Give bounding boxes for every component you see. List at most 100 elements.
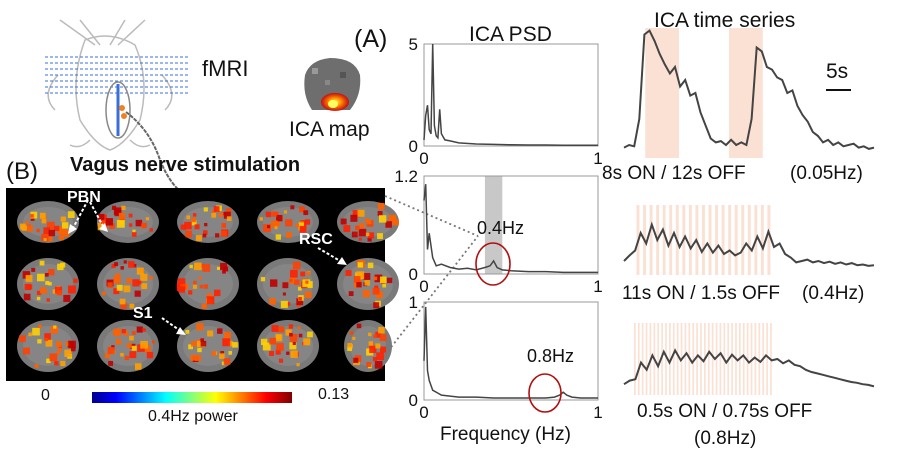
activation-voxel [362,290,370,298]
on-block [758,323,761,395]
activation-voxel [134,290,141,297]
activation-voxel [296,363,300,367]
activation-voxel [202,264,211,272]
on-block [707,323,710,395]
psd-series-line [423,184,598,274]
brain-slice [257,201,319,243]
activation-voxel [226,208,232,214]
activation-voxel [386,277,393,284]
activation-voxel [140,273,148,281]
activation-voxel [275,234,281,240]
activation-voxel [367,237,372,242]
activation-voxel [285,329,292,336]
activation-voxel [39,287,47,294]
activation-voxel [56,290,62,296]
y-tick-label: 0 [409,391,418,410]
activation-voxel [196,323,204,331]
activation-voxel [189,264,193,269]
activation-voxel [104,353,110,359]
activation-voxel [60,262,66,268]
activation-voxel [201,303,207,309]
activation-voxel [132,279,140,287]
activation-voxel [352,336,356,340]
activation-voxel [30,217,35,221]
timeseries-plot-3 [623,323,875,395]
x-axis-label: Frequency (Hz) [440,424,571,445]
panel-a-label: (A) [354,25,388,53]
activation-voxel [197,347,202,353]
brain-slice [337,258,399,310]
activation-voxel [228,351,233,355]
ts-label-3: 0.5s ON / 0.75s OFF [637,401,813,422]
activation-voxel [180,224,186,230]
on-block [665,323,667,395]
activation-voxel [218,213,223,218]
activation-voxel [223,358,231,365]
activation-voxel [220,230,227,237]
activation-voxel [38,324,42,329]
axes-box [423,175,599,275]
activation-voxel [217,328,223,334]
activation-voxel [203,207,208,212]
timeseries-title: ICA time series [654,9,796,32]
activation-voxel [223,211,231,219]
activation-voxel [219,353,225,359]
activation-voxel [282,292,286,296]
activation-voxel [129,351,137,359]
activation-voxel [368,232,375,239]
activation-voxel [55,341,62,348]
activation-voxel [352,209,360,218]
activation-voxel [120,302,127,309]
activation-voxel [385,221,392,228]
activation-voxel [353,357,359,363]
activation-voxel [269,279,278,287]
activation-voxel [60,360,66,367]
x-tick-label: 1 [593,149,602,168]
activation-voxel [121,329,126,334]
activation-voxel [296,298,304,306]
activation-voxel [226,216,232,221]
on-block [715,323,718,395]
activation-voxel [19,223,26,230]
brain-slice [176,258,239,310]
activation-voxel [306,271,311,276]
activation-voxel [375,343,381,349]
ts-label-1: 8s ON / 12s OFF [602,163,746,184]
activation-voxel [292,261,301,270]
activation-voxel [44,333,51,340]
activation-voxel [107,346,115,355]
activation-voxel [131,331,136,335]
psd-series-line [423,306,598,399]
activation-voxel [271,211,277,217]
activation-voxel [382,283,387,288]
activation-voxel [67,211,75,218]
fmri-label: fMRI [202,56,249,81]
x-tick-label: 1 [593,403,602,422]
brain-slice [97,258,159,310]
connector-lines [384,195,479,356]
activation-voxel [30,211,38,219]
activation-voxel [192,213,197,217]
activation-voxel [377,202,385,210]
activation-voxel [49,353,58,362]
on-block [746,323,749,395]
activation-voxel [25,275,33,282]
activation-voxel [140,340,148,349]
activation-voxel [32,327,40,336]
activation-voxel [348,291,354,297]
activation-voxel [304,291,312,299]
activation-voxel [379,276,387,284]
activation-voxel [392,219,399,226]
on-block [750,323,753,395]
activation-voxel [115,273,121,279]
activation-voxel [276,343,284,351]
activation-voxel [43,290,48,294]
brain-slice [97,320,159,372]
activation-voxel [350,214,358,222]
activation-voxel [60,216,66,222]
activation-voxel [67,285,76,294]
activation-voxel [63,294,71,302]
colorbar-min-label: 0 [41,387,50,404]
activation-voxel [57,347,62,352]
